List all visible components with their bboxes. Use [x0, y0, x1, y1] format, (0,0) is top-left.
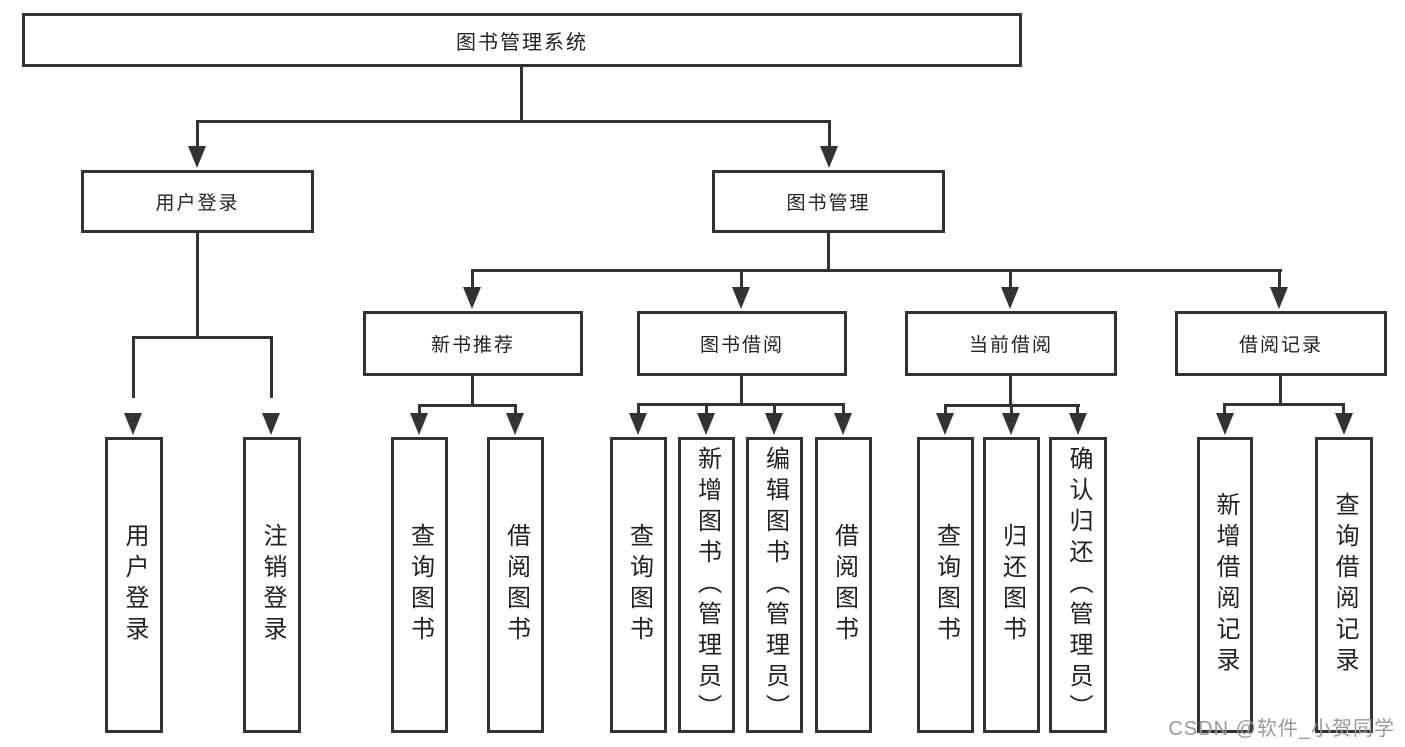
connector-line	[471, 269, 474, 291]
connector-line	[637, 403, 640, 417]
leaf-add-books-admin: 新增图书（管理员）	[678, 437, 735, 733]
node-borrow-records: 借阅记录	[1175, 311, 1387, 376]
node-label: 新增图书（管理员）	[693, 445, 721, 725]
leaf-borrow-books-recommend: 借阅图书	[487, 437, 544, 733]
connector-line	[637, 403, 845, 406]
leaf-add-borrow-record: 新增借阅记录	[1197, 437, 1253, 733]
arrow-down-icon	[1069, 413, 1087, 435]
arrow-down-icon	[1001, 287, 1019, 309]
leaf-query-books-recommend: 查询图书	[391, 437, 448, 733]
node-label: 图书管理系统	[456, 31, 588, 54]
connector-line	[773, 403, 776, 417]
node-label: 借阅记录	[1238, 335, 1323, 356]
connector-line	[471, 374, 474, 407]
node-new-book-recommend: 新书推荐	[363, 311, 583, 376]
node-label: 用户登录	[155, 193, 240, 214]
arrow-down-icon	[629, 413, 647, 435]
connector-line	[132, 336, 135, 398]
connector-line	[196, 120, 199, 150]
node-label: 查询图书	[625, 523, 653, 647]
node-label: 注销登录	[259, 523, 286, 647]
node-label: 新书推荐	[430, 335, 515, 356]
leaf-query-borrow-record: 查询借阅记录	[1315, 437, 1373, 733]
node-book-borrow: 图书借阅	[637, 311, 847, 376]
connector-line	[944, 404, 947, 418]
connector-line	[514, 404, 517, 418]
node-label: 图书管理	[786, 193, 871, 214]
node-label: 借阅图书	[502, 523, 530, 647]
arrow-down-icon	[765, 413, 783, 435]
node-book-management: 图书管理	[712, 170, 945, 233]
arrow-down-icon	[506, 413, 524, 435]
leaf-query-books-borrow: 查询图书	[610, 437, 667, 733]
connector-line	[520, 66, 523, 122]
arrow-down-icon	[188, 146, 206, 168]
watermark: CSDN @软件_小贺同学	[1168, 718, 1395, 740]
connector-line	[1223, 403, 1345, 406]
connector-line	[842, 403, 845, 417]
connector-line	[1009, 269, 1012, 291]
arrow-down-icon	[1270, 287, 1288, 309]
connector-line	[740, 269, 743, 291]
node-label: 新增借阅记录	[1212, 492, 1239, 678]
connector-line	[1279, 374, 1282, 405]
arrow-down-icon	[262, 413, 280, 435]
node-user-login: 用户登录	[81, 170, 314, 233]
connector-line	[1278, 269, 1281, 291]
connector-line	[1223, 403, 1226, 417]
node-label: 查询图书	[932, 523, 960, 647]
connector-line	[471, 269, 1282, 272]
arrow-down-icon	[1335, 413, 1353, 435]
arrow-down-icon	[697, 413, 715, 435]
node-label: 借阅图书	[830, 523, 858, 647]
node-label: 图书借阅	[699, 335, 784, 356]
connector-line	[740, 374, 743, 406]
connector-line	[827, 232, 830, 272]
arrow-down-icon	[1002, 413, 1020, 435]
arrow-down-icon	[820, 146, 838, 168]
connector-line	[1342, 403, 1345, 417]
arrow-down-icon	[732, 287, 750, 309]
arrow-down-icon	[463, 287, 481, 309]
arrow-down-icon	[834, 413, 852, 435]
node-label: 查询图书	[406, 523, 434, 647]
connector-line	[196, 120, 831, 123]
leaf-edit-books-admin: 编辑图书（管理员）	[746, 437, 803, 733]
connector-line	[196, 232, 199, 339]
connector-line	[828, 120, 831, 150]
node-current-borrow: 当前借阅	[905, 311, 1117, 376]
node-label: 当前借阅	[968, 335, 1053, 356]
arrow-down-icon	[124, 413, 142, 435]
node-library-system: 图书管理系统	[22, 13, 1022, 67]
node-label: 确认归还（管理员）	[1065, 445, 1092, 725]
leaf-confirm-return-admin: 确认归还（管理员）	[1049, 437, 1107, 733]
node-label: 归还图书	[998, 523, 1026, 647]
leaf-return-books: 归还图书	[983, 437, 1040, 733]
connector-line	[1076, 404, 1079, 418]
node-label: 查询借阅记录	[1331, 492, 1358, 678]
connector-line	[418, 404, 421, 418]
connector-line	[270, 336, 273, 398]
connector-line	[1009, 374, 1012, 407]
connector-line	[1010, 404, 1013, 418]
leaf-user-login: 用户登录	[105, 437, 163, 733]
leaf-logout: 注销登录	[243, 437, 301, 733]
node-label: 用户登录	[121, 523, 148, 647]
connector-line	[705, 403, 708, 417]
leaf-borrow-books: 借阅图书	[815, 437, 872, 733]
leaf-query-books-current: 查询图书	[917, 437, 974, 733]
connector-line	[418, 404, 517, 407]
arrow-down-icon	[936, 413, 954, 435]
arrow-down-icon	[1216, 413, 1234, 435]
node-label: 编辑图书（管理员）	[761, 445, 789, 725]
connector-line	[132, 336, 273, 339]
arrow-down-icon	[410, 413, 428, 435]
